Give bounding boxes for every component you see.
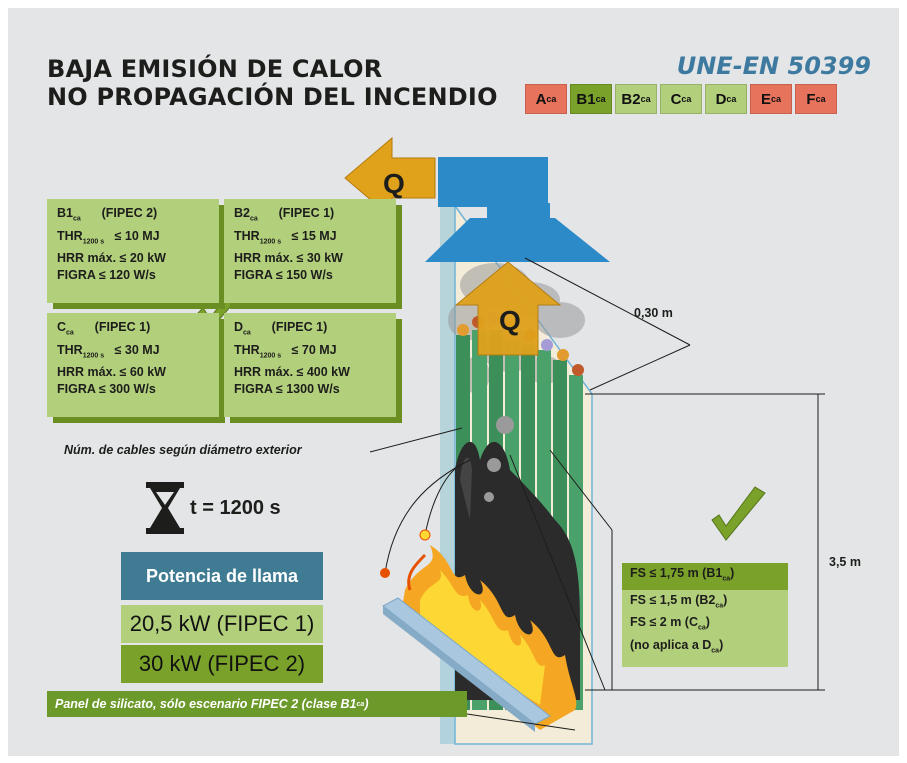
time-label: t = 1200 s xyxy=(190,497,281,519)
panel-note-text: Panel de silicato, sólo escenario FIPEC … xyxy=(55,697,357,711)
power-row-fipec2: 30 kW (FIPEC 2) xyxy=(121,645,323,683)
thr-label: THR xyxy=(234,228,260,243)
class-cell-main: B1 xyxy=(576,90,596,108)
smoke-bubble xyxy=(487,458,501,472)
extraction-hood-icon xyxy=(425,157,610,262)
class-cell-sub: ca xyxy=(771,94,782,104)
thr-sub: 1200 s xyxy=(259,352,282,359)
smoke-bubble xyxy=(496,416,514,434)
fs-line-b2: FS ≤ 1,5 m (B2ca) xyxy=(630,592,728,610)
class-cell-main: F xyxy=(806,90,816,108)
thr-sub: 1200 s xyxy=(82,352,105,359)
hrr-value: HRR máx. ≤ 30 kW xyxy=(234,251,343,265)
heat-q-label-up: Q xyxy=(499,305,521,336)
figra-value: FIGRA ≤ 1300 W/s xyxy=(234,382,340,396)
fipec-label: (FIPEC 1) xyxy=(278,206,335,220)
figra-value: FIGRA ≤ 150 W/s xyxy=(234,268,333,282)
heat-arrow-up-icon xyxy=(454,261,562,356)
class-cell-main: C xyxy=(670,90,682,108)
fs-line-c: FS ≤ 2 m (Cca) xyxy=(630,615,710,632)
check-icon xyxy=(711,486,766,541)
title-line-1: BAJA EMISIÓN DE CALOR xyxy=(47,55,383,83)
fs-rest: FS ≤ 1,5 m (B2ca) FS ≤ 2 m (Cca) (no apl… xyxy=(622,589,788,667)
fipec-label: (FIPEC 1) xyxy=(271,320,328,334)
silicate-panel-note: Panel de silicato, sólo escenario FIPEC … xyxy=(47,691,467,717)
power-title: Potencia de llama xyxy=(121,552,323,600)
fipec-label: (FIPEC 1) xyxy=(94,320,151,334)
flames-icon xyxy=(400,545,577,730)
class-sub: ca xyxy=(243,329,251,337)
hourglass-icon xyxy=(146,482,184,534)
smoke-bubble xyxy=(484,492,494,502)
power-row-fipec1: 20,5 kW (FIPEC 1) xyxy=(121,605,323,643)
height-dimension: 3,5 m xyxy=(829,555,861,569)
class-box-d: Dca (FIPEC 1) THR1200 s ≤ 70 MJ HRR máx.… xyxy=(224,313,396,417)
class-cell-sub: ca xyxy=(595,94,606,104)
class-box-b2: B2ca (FIPEC 1) THR1200 s ≤ 15 MJ HRR máx… xyxy=(224,199,396,303)
thr-value: ≤ 30 MJ xyxy=(114,342,160,357)
hrr-value: HRR máx. ≤ 60 kW xyxy=(57,365,166,379)
burner-shadow xyxy=(383,606,535,732)
class-name: B2 xyxy=(234,206,250,220)
thr-sub: 1200 s xyxy=(259,238,282,245)
cables-label: Núm. de cables según diámetro exterior xyxy=(64,443,302,457)
fipec-label: (FIPEC 2) xyxy=(101,206,158,220)
thr-label: THR xyxy=(57,342,83,357)
width-dimension: 0,30 m xyxy=(634,306,673,320)
fs-line-d: (no aplica a Dca) xyxy=(630,637,724,655)
class-cell-sub: ca xyxy=(546,94,557,104)
thr-value: ≤ 15 MJ xyxy=(291,228,337,243)
figra-value: FIGRA ≤ 300 W/s xyxy=(57,382,156,396)
hrr-value: HRR máx. ≤ 400 kW xyxy=(234,365,350,379)
standard-label: UNE-EN 50399 xyxy=(676,52,871,80)
thr-value: ≤ 70 MJ xyxy=(291,342,337,357)
class-cell-sub: ca xyxy=(815,94,826,104)
class-name: D xyxy=(234,320,244,334)
panel-note-sub: ca xyxy=(356,700,365,708)
class-box-c: Cca (FIPEC 1) THR1200 s ≤ 30 MJ HRR máx.… xyxy=(47,313,219,417)
figra-value: FIGRA ≤ 120 W/s xyxy=(57,268,156,282)
class-cell-sub: ca xyxy=(640,94,651,104)
thr-sub: 1200 s xyxy=(82,238,105,245)
class-name: C xyxy=(57,320,67,334)
class-name: B1 xyxy=(57,206,73,220)
fs-line-b1: FS ≤ 1,75 m (B1ca) xyxy=(622,563,788,590)
panel-note-end: ) xyxy=(364,697,369,711)
class-cell-main: E xyxy=(760,90,771,108)
thr-value: ≤ 10 MJ xyxy=(114,228,160,243)
flame-spread-box: FS ≤ 1,75 m (B1ca) FS ≤ 1,5 m (B2ca) FS … xyxy=(622,563,788,667)
class-cell-main: B2 xyxy=(621,90,641,108)
class-cell-main: D xyxy=(715,90,727,108)
class-sub: ca xyxy=(249,215,258,223)
heat-q-label-left: Q xyxy=(383,168,405,199)
thr-label: THR xyxy=(234,342,260,357)
class-cell-main: A xyxy=(535,90,547,108)
spark-icon xyxy=(380,459,471,578)
thr-label: THR xyxy=(57,228,83,243)
dimension-lines xyxy=(369,257,825,731)
class-cell-sub: ca xyxy=(681,94,692,104)
class-cell-sub: ca xyxy=(726,94,737,104)
class-sub: ca xyxy=(72,215,81,223)
hrr-value: HRR máx. ≤ 20 kW xyxy=(57,251,166,265)
class-sub: ca xyxy=(66,329,74,337)
title-line-2: NO PROPAGACIÓN DEL INCENDIO xyxy=(47,83,498,111)
class-box-b1: B1ca (FIPEC 2) THR1200 s ≤ 10 MJ HRR máx… xyxy=(47,199,219,303)
